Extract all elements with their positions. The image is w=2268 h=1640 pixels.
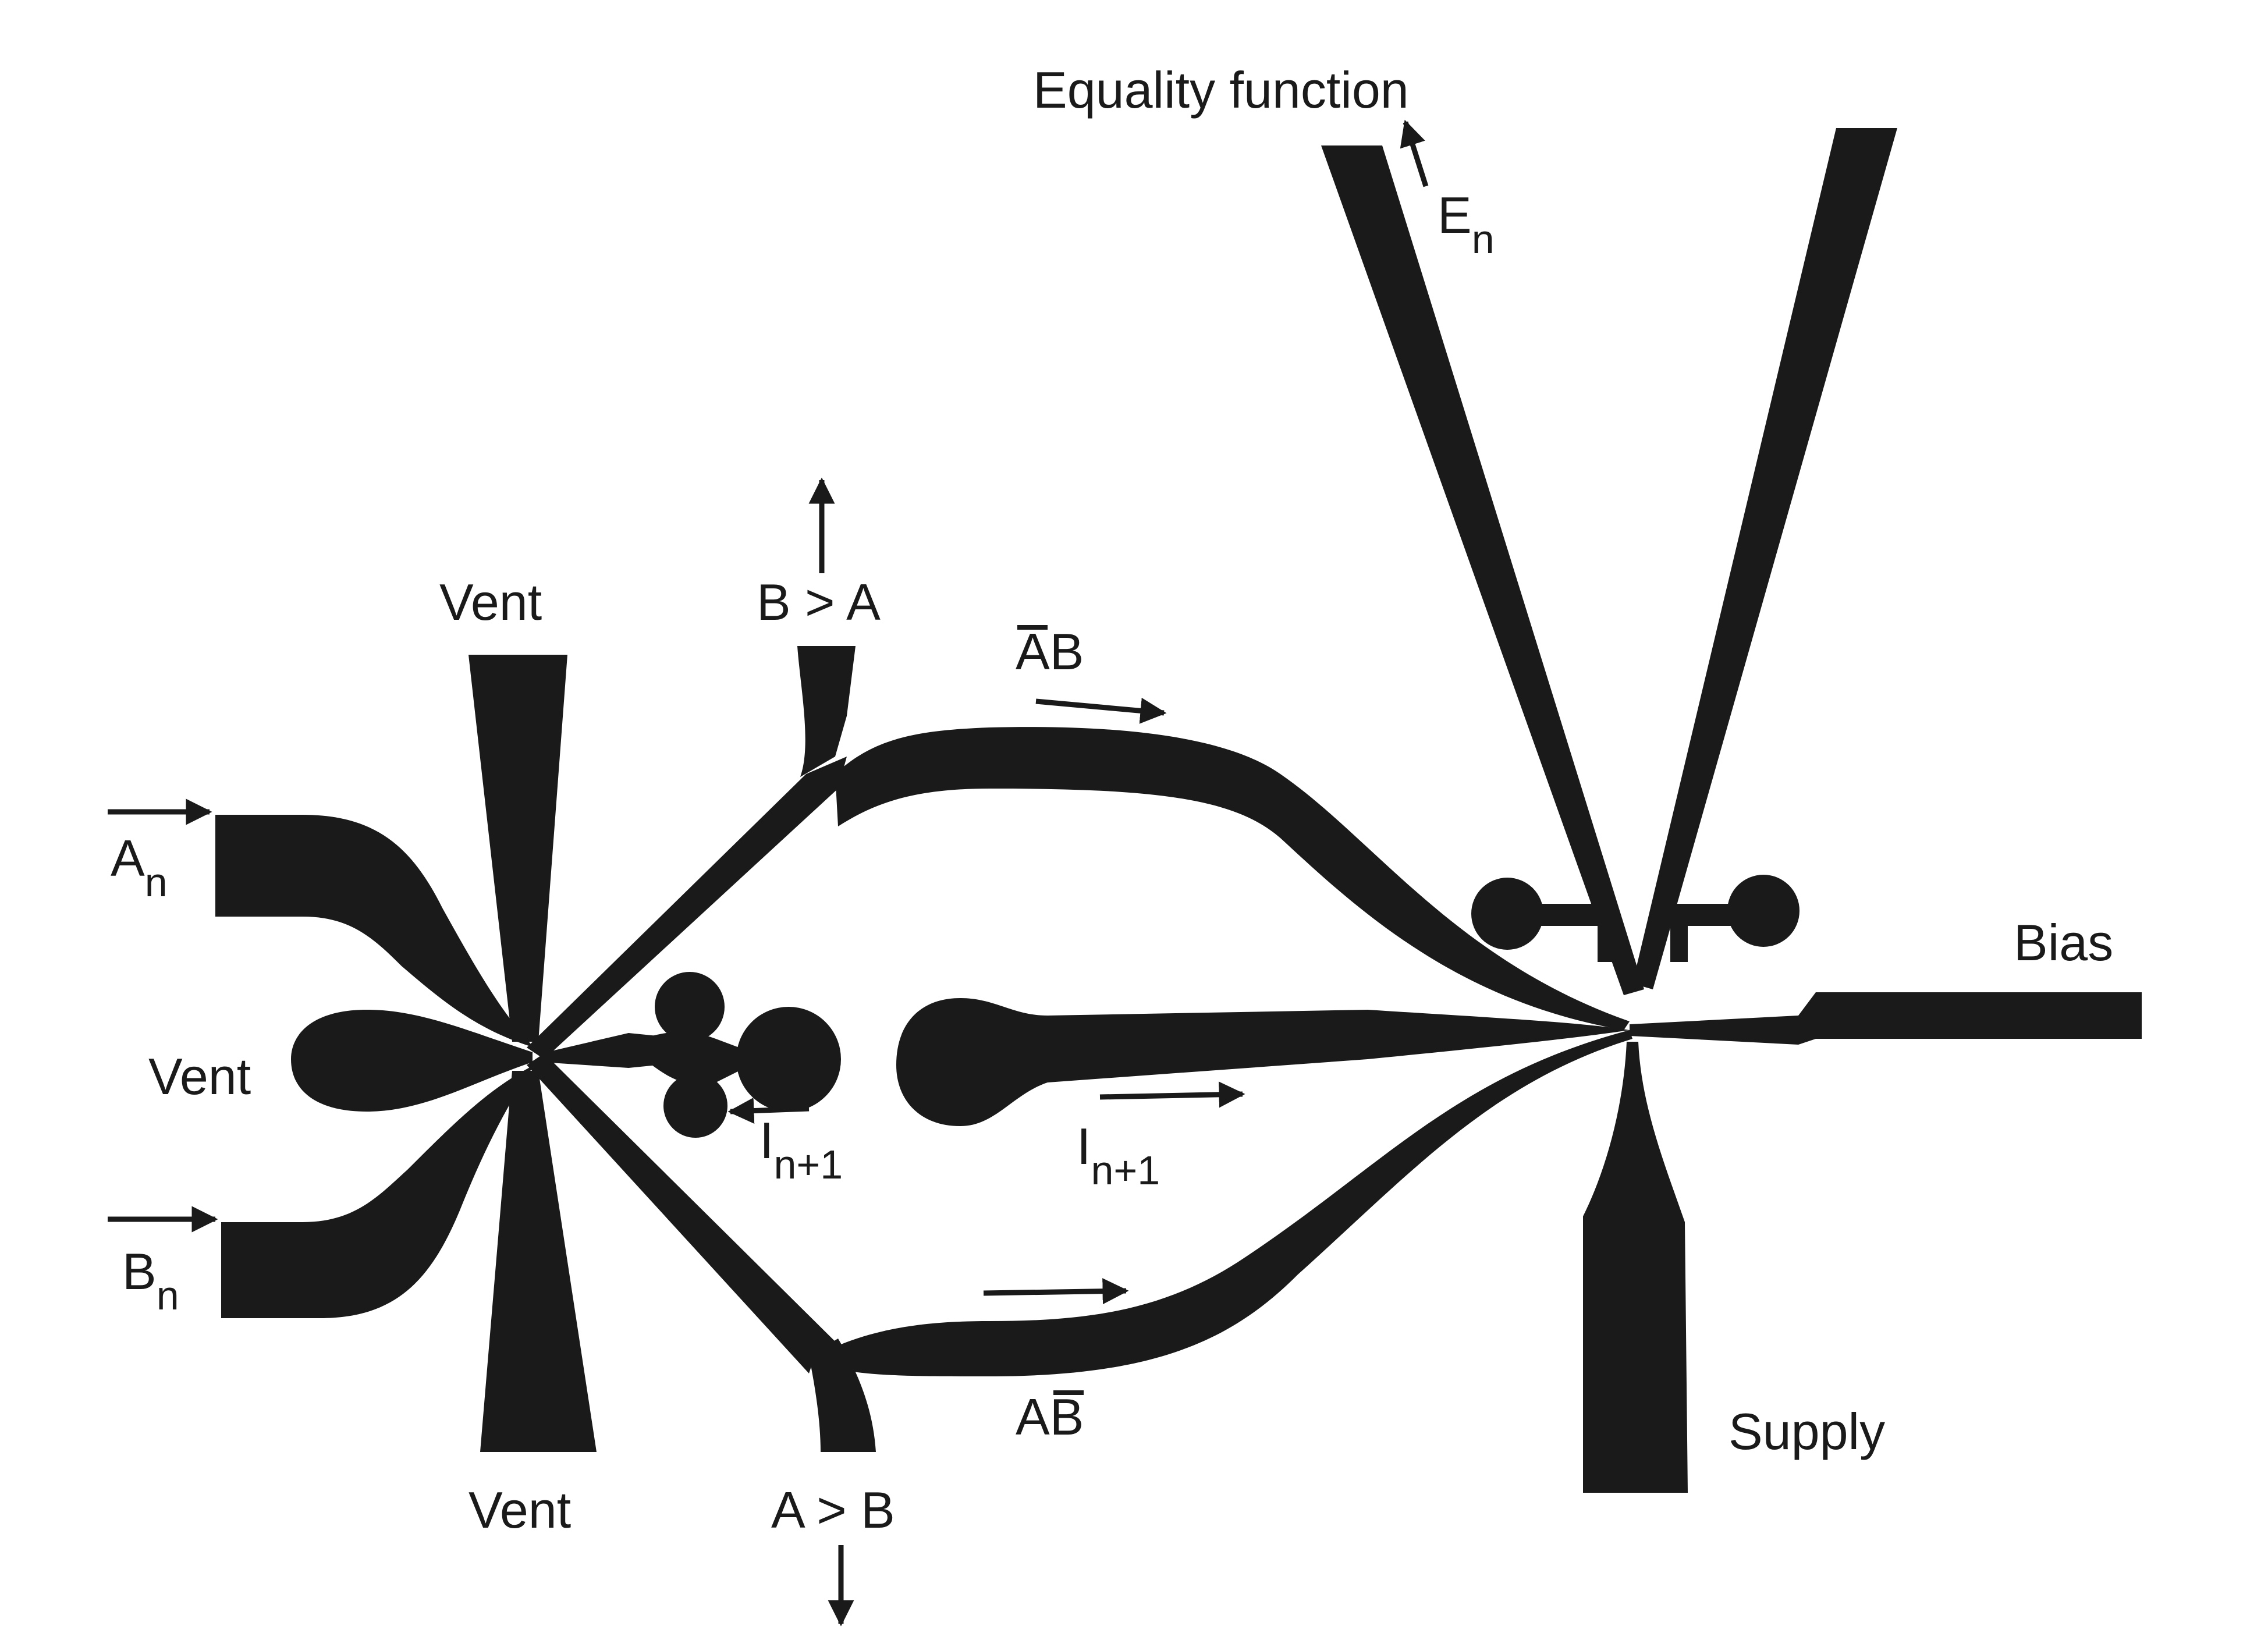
vent-bottom-label: Vent: [468, 1481, 571, 1539]
bulb-3: [736, 1007, 841, 1112]
output-b-gt-a-diagonal: [527, 757, 847, 1059]
arrow-equality: [1400, 119, 1429, 187]
a-gt-b-label: A > B: [771, 1481, 895, 1539]
left-interaction-stub: [541, 1033, 658, 1068]
output-b-gt-a-stub: [797, 646, 856, 777]
output-a-gt-b-diagonal: [527, 1053, 838, 1373]
arrow-abar-b: [1035, 697, 1167, 724]
arrow-i-left: [727, 1098, 810, 1124]
b-gt-a-label: B > A: [757, 573, 881, 631]
bar-left-equality-stem: [1598, 904, 1615, 962]
bias-label: Bias: [2014, 914, 2113, 971]
input-b-channel: [221, 1065, 534, 1318]
b-n-label: Bn: [122, 1243, 179, 1318]
vent-top-label: Vent: [439, 573, 542, 631]
bulb-right-equality: [1727, 875, 1800, 947]
vent-top-channel: [468, 655, 567, 1042]
bulb-left-equality: [1471, 878, 1543, 950]
equality-function-label: Equality function: [1033, 61, 1409, 119]
supply-label: Supply: [1728, 1403, 1885, 1460]
bulb-1: [655, 972, 725, 1042]
arrows: [108, 119, 1429, 1627]
supply-channel: [1583, 1042, 1688, 1493]
bar-left-equality: [1525, 904, 1600, 926]
output-a-gt-b-stub: [809, 1339, 876, 1452]
channel-shapes: [215, 128, 2142, 1493]
arrow-a-bbar: [983, 1278, 1129, 1305]
channel-a-bbar: [832, 1030, 1632, 1376]
vent-bottom-channel: [480, 1071, 597, 1452]
bar-right-equality-stem: [1670, 904, 1688, 962]
i-n-plus-1-center-label: In+1: [1077, 1117, 1160, 1193]
i-n-plus-1-left-label: In+1: [759, 1112, 843, 1187]
bulb-connector: [652, 1032, 739, 1085]
equality-output-channel: [1321, 145, 1644, 995]
center-channel-bulb: [896, 998, 1630, 1126]
e-n-label: En: [1438, 186, 1495, 262]
a-n-label: An: [111, 829, 168, 905]
overbars: [1017, 625, 1084, 1395]
a-bbar-label: AB: [1016, 1388, 1084, 1446]
vent-left-lobe: [291, 1010, 533, 1112]
v-right-arm-channel: [1632, 128, 1897, 989]
bias-channel: [1630, 992, 2142, 1045]
input-a-channel: [215, 815, 534, 1048]
abar-b-label: AB: [1016, 623, 1084, 680]
bulb-2: [663, 1074, 727, 1138]
bar-right-equality: [1676, 904, 1752, 926]
vent-left-label: Vent: [148, 1048, 251, 1105]
channel-abar-b: [835, 727, 1630, 1030]
arrow-i-center: [1099, 1081, 1245, 1108]
